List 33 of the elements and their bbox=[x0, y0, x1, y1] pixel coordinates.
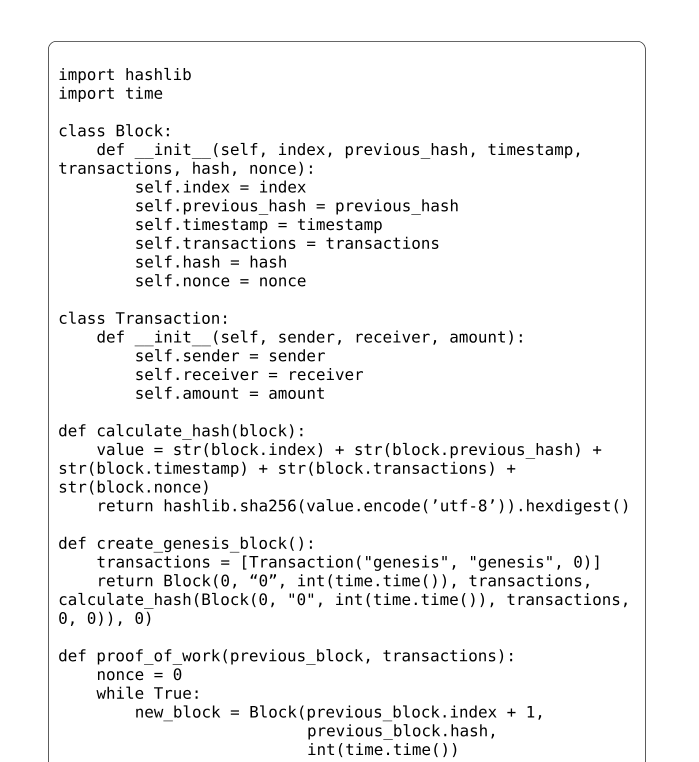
code-line: return Block(0, “0”, int(time.time()), transactions, bbox=[99, 574, 589, 588]
code-line: self.index = index bbox=[136, 180, 306, 193]
code-line: previous_block.hash, bbox=[308, 724, 494, 740]
code-line: 0, 0)), 0) bbox=[59, 612, 150, 626]
code-panel bbox=[48, 41, 646, 762]
code-line: def __init__(self, sender, receiver, amount): bbox=[97, 330, 522, 346]
code-line: new_block = Block(previous_block.index + 1, bbox=[136, 705, 542, 722]
code-line: self.hash = hash bbox=[136, 255, 286, 268]
code-line: import time bbox=[60, 86, 162, 102]
code-line: nonce = 0 bbox=[98, 668, 182, 680]
code-line: calculate_hash(Block(0, "0", int(time.time()), transactions, bbox=[60, 592, 627, 609]
code-line: def __init__(self, index, previous_hash, timestamp, bbox=[97, 142, 580, 159]
code-line: def create_genesis_block(): bbox=[59, 536, 312, 552]
code-line: self.transactions = transactions bbox=[136, 236, 438, 249]
code-line: class Block: bbox=[60, 124, 169, 136]
code-line: return hashlib.sha256(value.encode(’utf-8’)).hexdigest() bbox=[99, 499, 628, 515]
code-line: int(time.time()) bbox=[308, 742, 456, 758]
code-line: str(block.nonce) bbox=[60, 480, 208, 495]
code-line: import hashlib bbox=[60, 68, 191, 84]
code-line: transactions = [Transaction("genesis", "genesis", 0)] bbox=[98, 555, 598, 571]
code-line: str(block.timestamp) + str(block.transactions) + bbox=[60, 462, 516, 478]
code-line: self.sender = sender bbox=[136, 349, 325, 362]
code-line: class Transaction: bbox=[60, 312, 226, 324]
code-line: def proof_of_work(previous_block, transactions): bbox=[59, 649, 512, 665]
code-line: def calculate_hash(block): bbox=[59, 424, 302, 440]
code-line: self.previous_hash = previous_hash bbox=[136, 199, 458, 215]
code-line: self.nonce = nonce bbox=[136, 274, 306, 286]
code-line: while True: bbox=[96, 686, 198, 699]
code-line: transactions, hash, nonce): bbox=[59, 162, 312, 176]
code-line: value = str(block.index) + str(block.previous_hash) + bbox=[97, 442, 602, 459]
code-line: self.timestamp = timestamp bbox=[136, 218, 382, 234]
code-line: self.receiver = receiver bbox=[136, 368, 364, 380]
code-line: self.amount = amount bbox=[136, 386, 324, 399]
